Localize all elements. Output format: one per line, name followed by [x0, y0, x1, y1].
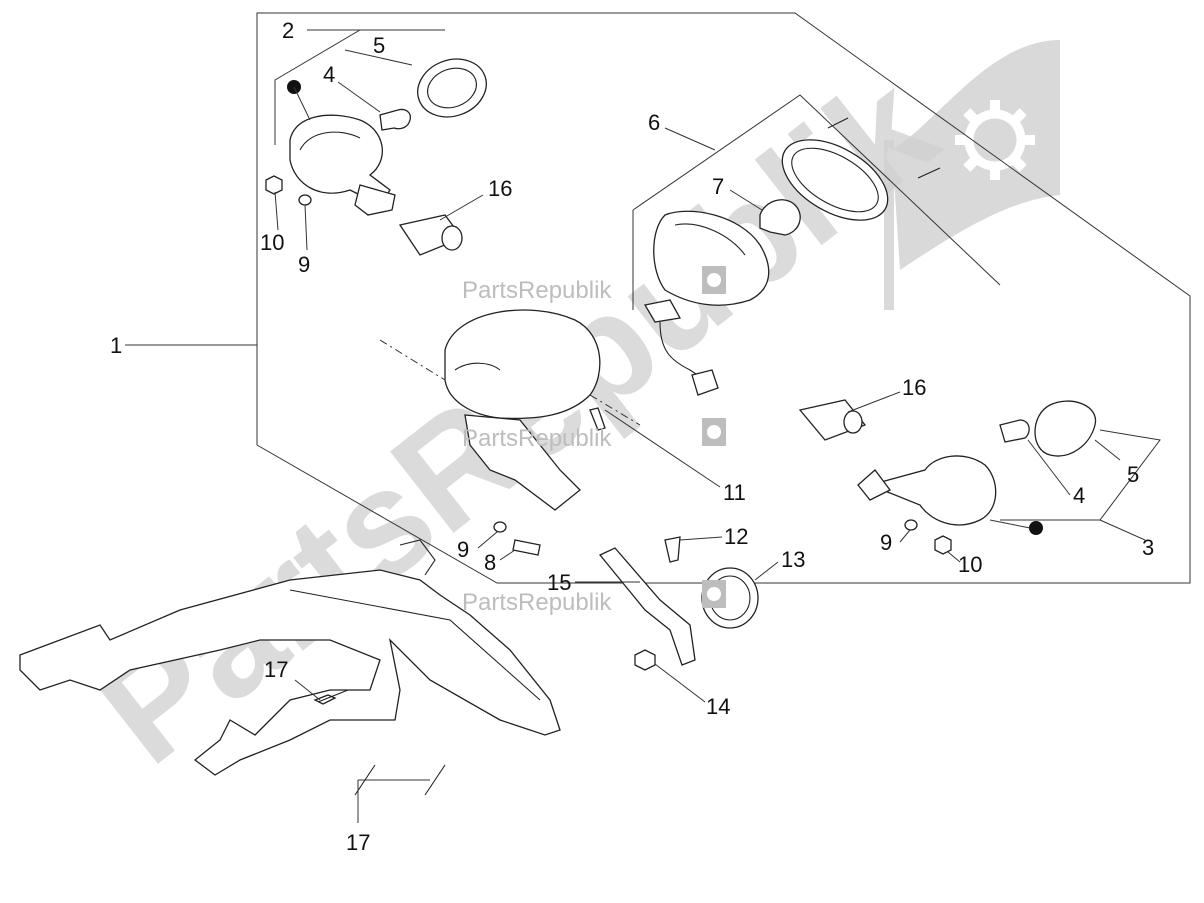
callout-1: 1 [110, 333, 122, 358]
watermark-small-text-2: PartsRepublik [462, 425, 612, 452]
tail-light-screws [827, 117, 941, 179]
callout-17b: 17 [346, 830, 370, 855]
callout-9b: 9 [457, 537, 469, 562]
watermark-small-text-3: PartsRepublik [462, 589, 612, 616]
callout-12: 12 [724, 524, 748, 549]
callout-16a: 16 [488, 176, 512, 201]
left-washer [298, 194, 312, 206]
leader-lines [274, 49, 1146, 823]
right-bulb [999, 419, 1030, 443]
callout-10a: 10 [260, 230, 284, 255]
right-lens [1034, 400, 1097, 457]
callout-16b: 16 [902, 375, 926, 400]
left-bulb [379, 108, 411, 131]
gear-icon [702, 580, 726, 608]
callout-14: 14 [706, 694, 730, 719]
callout-6: 6 [648, 110, 660, 135]
callout-4a: 4 [323, 62, 335, 87]
callout-15: 15 [547, 570, 571, 595]
gear-flag-logo-icon [884, 40, 1060, 310]
bracket-screw-12 [664, 536, 681, 563]
assembly-frame [256, 12, 1191, 584]
reflector-bracket [598, 547, 696, 666]
gear-icon [702, 418, 726, 446]
right-nut [934, 535, 952, 555]
right-turn-indicator [857, 455, 1043, 535]
tail-light-bulb [759, 199, 801, 236]
watermark-small-3: PartsRepublik [462, 580, 726, 616]
rear-light-body [379, 309, 641, 511]
license-plate-holder [19, 539, 561, 776]
callout-4b: 4 [1073, 483, 1085, 508]
tail-light-lens [781, 139, 889, 221]
callout-5b: 5 [1127, 462, 1139, 487]
callout-7: 7 [712, 174, 724, 199]
rear-screw-11 [589, 407, 606, 431]
callout-10b: 10 [958, 552, 982, 577]
callout-9c: 9 [880, 530, 892, 555]
right-spacer-16 [798, 399, 867, 441]
callout-2: 2 [282, 18, 294, 43]
tail-light-housing [643, 210, 770, 396]
callout-labels: 1 2 5 4 10 9 16 6 7 16 5 4 3 9 10 11 12 … [110, 18, 1154, 855]
bracket-nut-14 [634, 649, 656, 671]
callout-11: 11 [723, 480, 746, 505]
callout-8: 8 [484, 550, 496, 575]
left-turn-indicator [287, 80, 396, 216]
left-nut [265, 175, 283, 195]
right-washer [904, 519, 918, 531]
rear-screw-8 [493, 521, 541, 556]
watermark-small-1: PartsRepublik [462, 266, 726, 304]
callout-17a: 17 [264, 657, 288, 682]
callout-3: 3 [1142, 535, 1154, 560]
callout-5a: 5 [373, 33, 385, 58]
watermark-small-2: PartsRepublik [462, 418, 726, 452]
left-spacer-16 [398, 214, 464, 256]
callout-13: 13 [781, 547, 805, 572]
callout-9a: 9 [298, 252, 310, 277]
watermark-small-text-1: PartsRepublik [462, 277, 612, 304]
left-lens [417, 58, 487, 118]
gear-icon [702, 266, 726, 294]
